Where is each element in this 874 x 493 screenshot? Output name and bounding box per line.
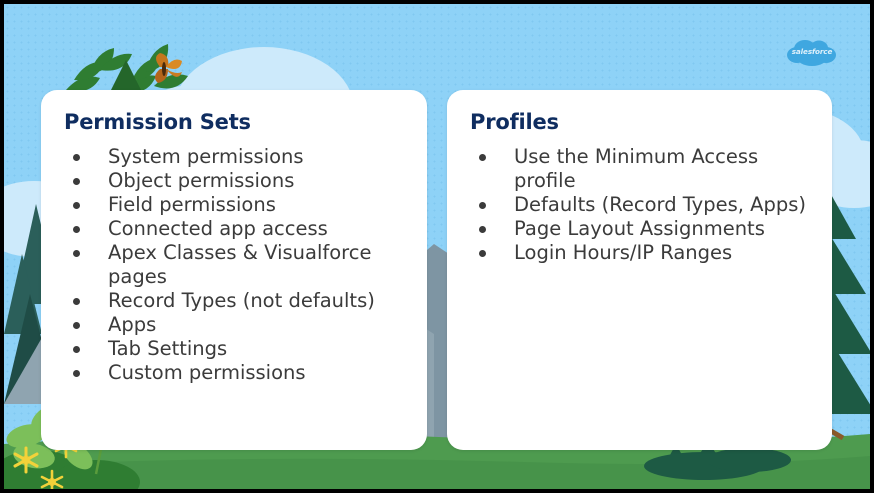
butterfly xyxy=(154,53,182,83)
bullet-list-profiles: Use the Minimum Access profile Defaults … xyxy=(470,145,818,265)
salesforce-cloud-logo: salesforce xyxy=(786,36,838,68)
salesforce-wordmark: salesforce xyxy=(791,47,833,56)
card-profiles: Profiles Use the Minimum Access profile … xyxy=(447,90,832,450)
cloud-shape-icon xyxy=(787,40,836,66)
list-item: Object permissions xyxy=(64,169,413,193)
card-title-permission-sets: Permission Sets xyxy=(64,110,251,134)
list-item: Use the Minimum Access profile xyxy=(470,145,818,193)
list-item: Apps xyxy=(64,313,413,337)
bullet-list-permission-sets: System permissions Object permissions Fi… xyxy=(64,145,413,385)
list-item: Field permissions xyxy=(64,193,413,217)
shrub-right xyxy=(644,440,791,480)
list-item: System permissions xyxy=(64,145,413,169)
list-item: Login Hours/IP Ranges xyxy=(470,241,818,265)
small-pine-top-left xyxy=(108,60,144,96)
list-item: Defaults (Record Types, Apps) xyxy=(470,193,818,217)
card-title-profiles: Profiles xyxy=(470,110,559,134)
card-permission-sets: Permission Sets System permissions Objec… xyxy=(41,90,427,450)
list-item: Connected app access xyxy=(64,217,413,241)
list-item: Page Layout Assignments xyxy=(470,217,818,241)
list-item: Apex Classes & Visualforce pages xyxy=(64,241,413,289)
list-item: Custom permissions xyxy=(64,361,413,385)
list-item: Record Types (not defaults) xyxy=(64,289,413,313)
list-item: Tab Settings xyxy=(64,337,413,361)
